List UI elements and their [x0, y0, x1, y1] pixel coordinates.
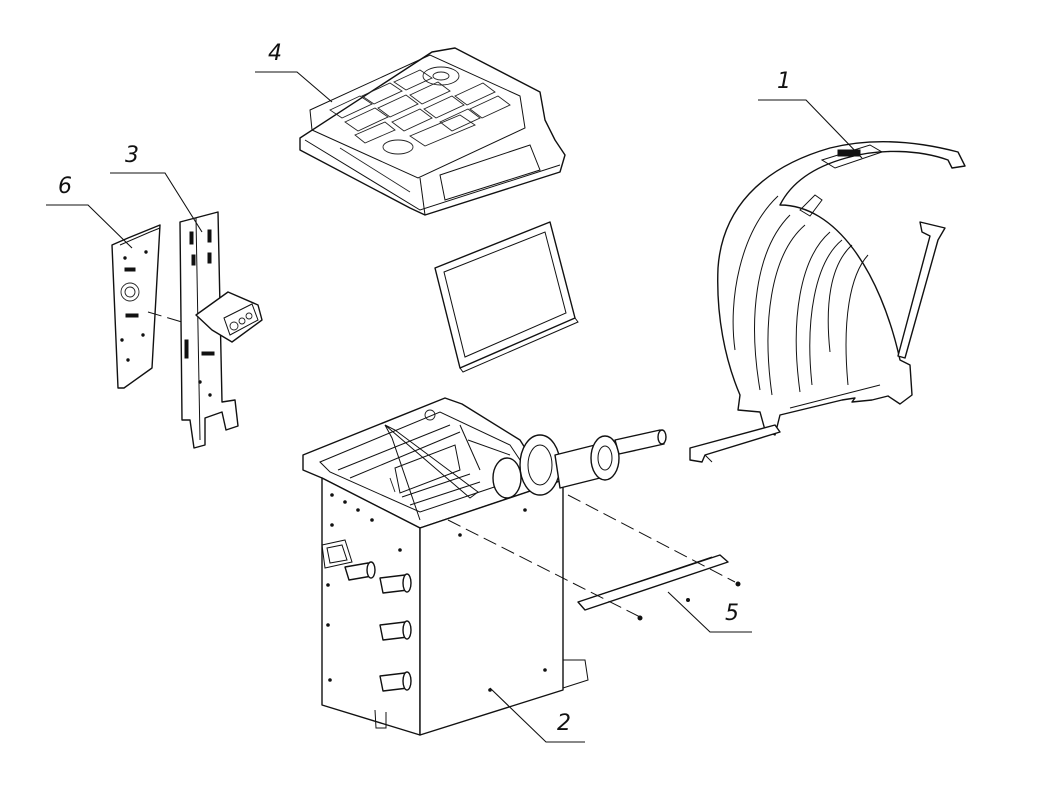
- leader-lines: [46, 71, 863, 743]
- part-6-rear-panel: [111, 224, 161, 389]
- callout-4: 4: [268, 41, 282, 66]
- callout-2: 2: [557, 711, 571, 736]
- part-2-main-cabinet: [302, 397, 667, 736]
- assembly-line-bar-b: [447, 519, 641, 618]
- callout-1: 1: [777, 69, 791, 94]
- callout-3: 3: [125, 143, 139, 168]
- assembly-line-bar-a: [567, 494, 736, 583]
- part-5-mounting-bar: [577, 554, 741, 621]
- part-4-accessory-tray: [299, 47, 566, 216]
- main-shaft-flange: [492, 429, 667, 499]
- tool-holder-pins: [344, 561, 412, 692]
- callout-5: 5: [725, 601, 739, 626]
- assembly-line-6-3: [147, 311, 183, 323]
- part-1-wheel-guard: [689, 140, 966, 463]
- callout-6: 6: [58, 174, 72, 199]
- callout-labels: 1 2 3 4 5 6: [58, 41, 791, 736]
- part-3-control-column: [179, 211, 263, 449]
- monitor-screen: [434, 221, 579, 373]
